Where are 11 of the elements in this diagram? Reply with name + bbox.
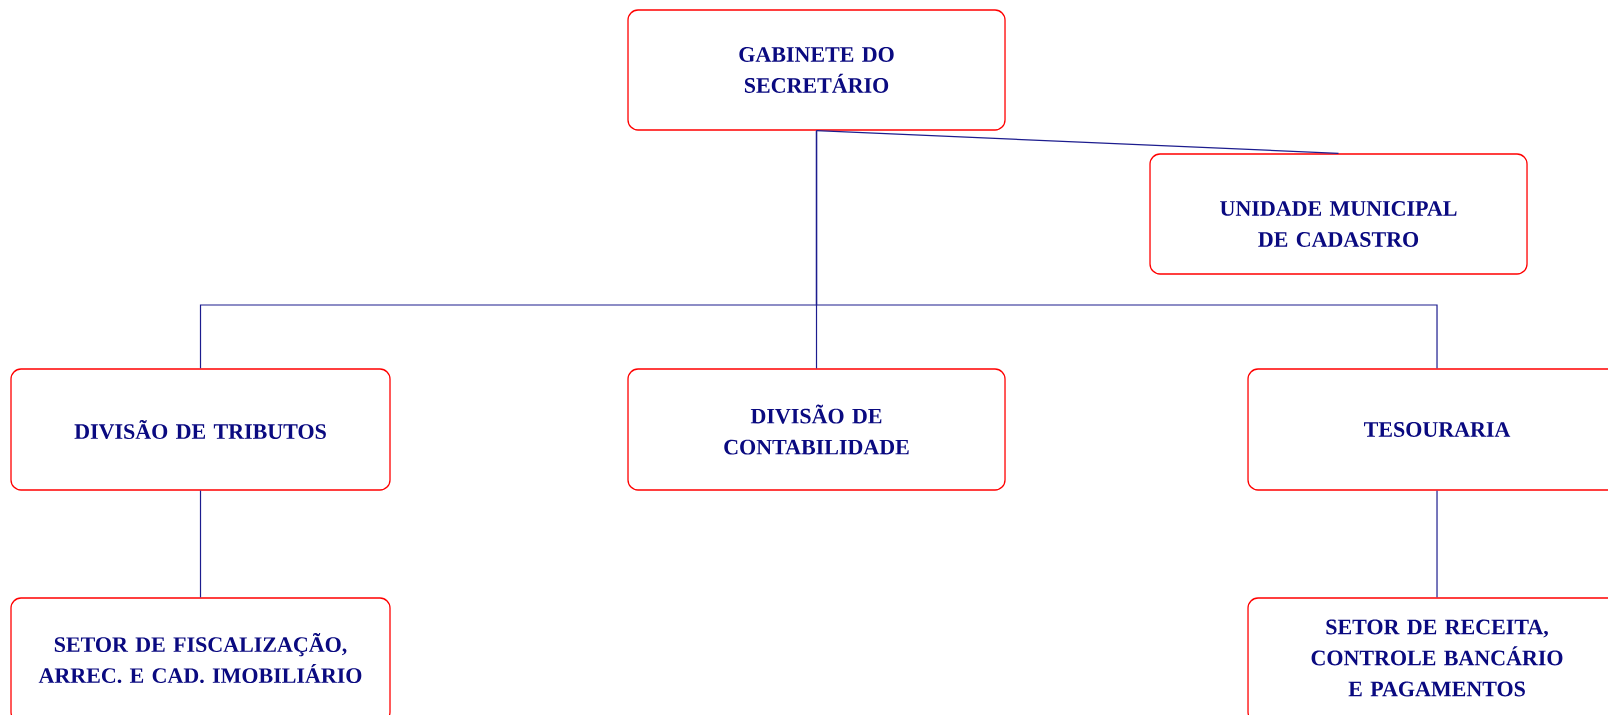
- connector-line: [815, 130, 1340, 154]
- org-box: DIVISÃO DE CONTABILIDADE: [627, 368, 1006, 491]
- org-box: SETOR DE FISCALIZAÇÃO, ARREC. E CAD. IMOBILIÁRIO: [10, 597, 391, 715]
- org-box: UNIDADE MUNICIPAL DE CADASTRO: [1149, 153, 1528, 275]
- connector-line: [815, 130, 1438, 369]
- org-box: GABINETE DO SECRETÁRIO: [627, 9, 1006, 131]
- org-box: TESOURARIA: [1247, 368, 1608, 491]
- connector-line: [1436, 490, 1438, 598]
- org-box: SETOR DE RECEITA, CONTROLE BANCÁRIO E PAGAMENTOS: [1247, 597, 1608, 715]
- connector-line: [199, 490, 202, 598]
- org-box: DIVISÃO DE TRIBUTOS: [10, 368, 391, 491]
